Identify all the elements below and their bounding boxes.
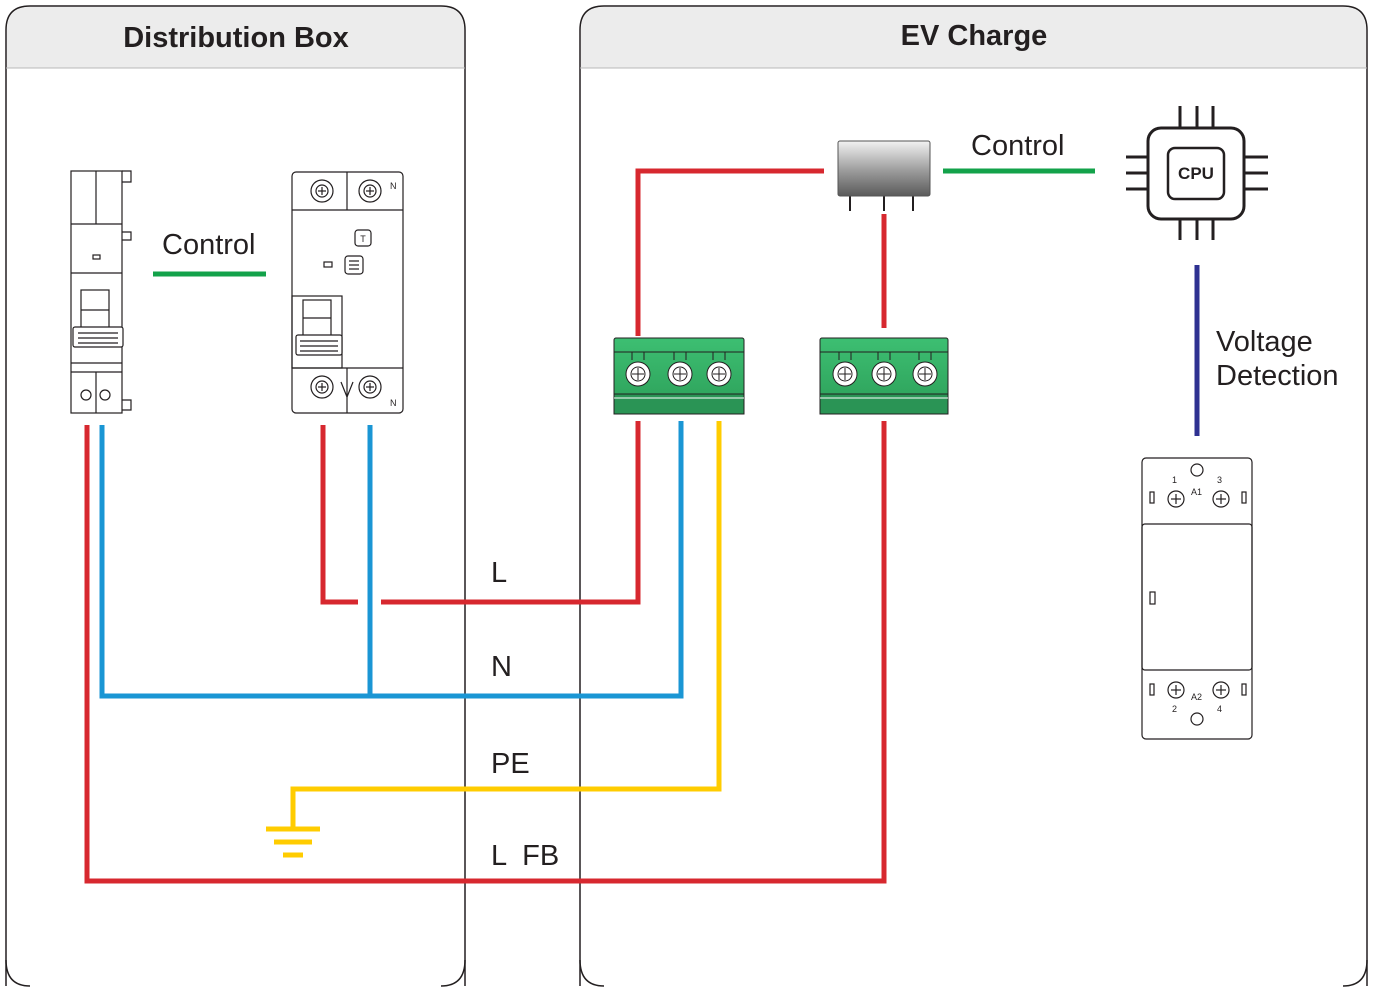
terminal-block-1	[613, 337, 745, 415]
relay-terminal-4: 4	[1217, 704, 1222, 714]
wire-l-label: L	[491, 557, 507, 589]
rcd-n-top-label: N	[390, 181, 397, 191]
cpu-label: CPU	[1178, 164, 1214, 183]
rcd-test-button-label: T	[360, 234, 366, 244]
wire-relay-left	[635, 168, 824, 336]
ev-charge-title: EV Charge	[901, 20, 1048, 52]
rcd-breaker	[291, 171, 404, 414]
relay-terminal-a1: A1	[1191, 487, 1202, 497]
wire-pe-label: PE	[491, 748, 530, 780]
relay-terminal-1: 1	[1172, 475, 1177, 485]
voltage-detection-label-line2: Detection	[1216, 360, 1339, 392]
wire-l	[381, 421, 641, 605]
wire-l-fb-label: L FB	[491, 840, 559, 872]
control-label-left: Control	[162, 229, 256, 261]
circuit-breaker-left	[70, 170, 132, 414]
relay-terminal-a2: A2	[1191, 692, 1202, 702]
wire-pe	[290, 421, 722, 828]
wire-n-label: N	[491, 651, 512, 683]
control-label-right: Control	[971, 130, 1065, 162]
distribution-box-title: Distribution Box	[123, 22, 349, 54]
wire-l-fb	[84, 421, 887, 884]
wire-l-rcd	[320, 425, 358, 605]
wire-n	[99, 421, 684, 699]
rcd-n-bottom-label: N	[390, 398, 397, 408]
cpu-chip-icon	[1126, 106, 1268, 240]
relay-module	[837, 140, 931, 211]
contactor-relay	[1141, 457, 1253, 740]
distribution-box-panel: Distribution Box	[5, 5, 466, 987]
relay-terminal-2: 2	[1172, 704, 1177, 714]
ground-icon	[266, 826, 320, 858]
relay-terminal-3: 3	[1217, 475, 1222, 485]
ev-charge-panel: EV Charge	[579, 5, 1368, 987]
terminal-block-2	[819, 337, 949, 415]
voltage-detection-label-line1: Voltage	[1216, 326, 1313, 358]
